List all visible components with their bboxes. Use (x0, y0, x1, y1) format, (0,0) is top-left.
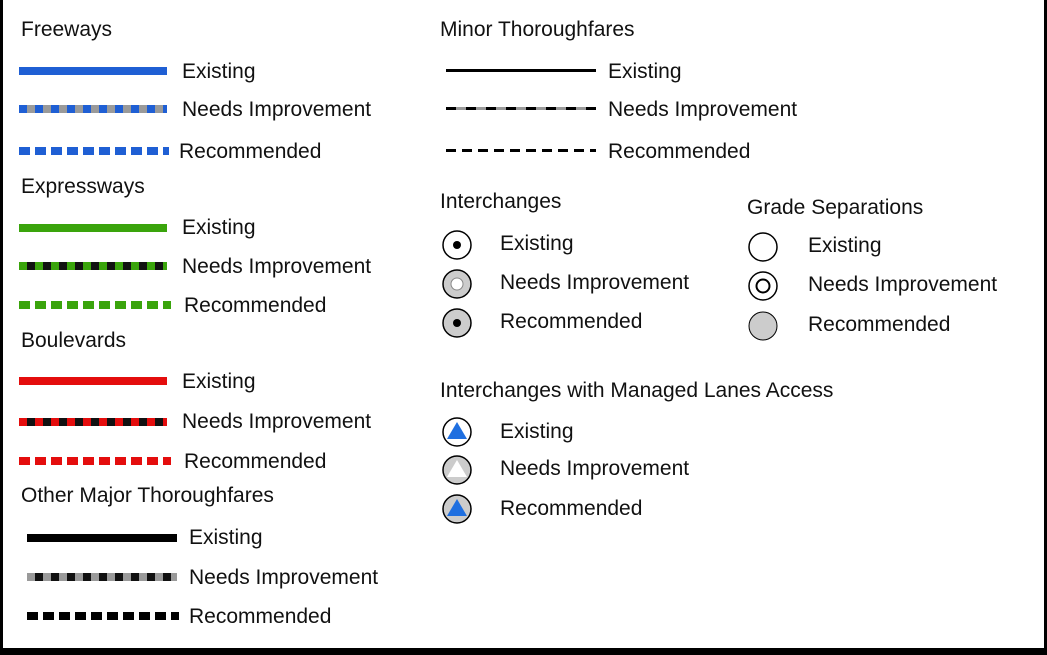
grade-separation-existing-label: Existing (808, 234, 882, 257)
minor-needs-swatch (446, 107, 596, 110)
minor-recommended-label: Recommended (608, 140, 751, 163)
other-major-recommended-label: Recommended (189, 605, 332, 628)
minor-needs-label: Needs Improvement (608, 98, 798, 121)
managed-lanes-existing-label: Existing (500, 420, 574, 443)
managed-lanes-needs-icon (442, 455, 472, 485)
boulevards-needs-label: Needs Improvement (182, 410, 372, 433)
grade-separation-needs-icon (748, 271, 778, 301)
other-major-existing-swatch (27, 534, 177, 542)
interchange-existing-icon (442, 230, 472, 260)
other-major-needs-label: Needs Improvement (189, 566, 379, 589)
expressways-needs-label: Needs Improvement (182, 255, 372, 278)
interchange-needs-label: Needs Improvement (500, 271, 690, 294)
interchange-needs-icon (442, 269, 472, 299)
other-major-existing-label: Existing (189, 526, 263, 549)
other-major-needs-swatch (27, 573, 177, 581)
boulevards-existing-label: Existing (182, 370, 256, 393)
managed-lanes-existing-icon (442, 417, 472, 447)
expressways-needs-swatch (19, 262, 167, 270)
minor-existing-label: Existing (608, 60, 682, 83)
freeways-needs-swatch (19, 105, 167, 113)
freeways-existing-swatch (19, 67, 167, 75)
expressways-existing-swatch (19, 224, 167, 232)
interchange-recommended-label: Recommended (500, 310, 643, 333)
other-major-recommended-swatch (27, 612, 179, 620)
managed-lanes-heading: Interchanges with Managed Lanes Access (440, 379, 834, 402)
expressways-existing-label: Existing (182, 216, 256, 239)
grade-separations-heading: Grade Separations (747, 196, 924, 219)
freeways-needs-label: Needs Improvement (182, 98, 372, 121)
other-major-heading: Other Major Thoroughfares (21, 484, 274, 507)
grade-separation-needs-label: Needs Improvement (808, 273, 998, 296)
expressways-recommended-label: Recommended (184, 294, 327, 317)
managed-lanes-needs-label: Needs Improvement (500, 457, 690, 480)
boulevards-recommended-swatch (19, 457, 171, 465)
freeways-recommended-swatch (19, 147, 169, 155)
interchanges-heading: Interchanges (440, 190, 562, 213)
minor-existing-swatch (446, 69, 596, 72)
interchange-recommended-icon (442, 308, 472, 338)
boulevards-heading: Boulevards (21, 329, 127, 352)
managed-lanes-recommended-label: Recommended (500, 497, 643, 520)
expressways-heading: Expressways (21, 175, 145, 198)
interchange-existing-label: Existing (500, 232, 574, 255)
map-legend: Freeways Existing Needs Improvement Reco… (3, 0, 1044, 650)
managed-lanes-recommended-icon (442, 494, 472, 524)
minor-heading: Minor Thoroughfares (440, 18, 635, 41)
freeways-heading: Freeways (21, 18, 113, 41)
freeways-recommended-label: Recommended (179, 140, 322, 163)
boulevards-needs-swatch (19, 418, 167, 426)
boulevards-existing-swatch (19, 377, 167, 385)
minor-recommended-swatch (446, 149, 596, 152)
freeways-existing-label: Existing (182, 60, 256, 83)
boulevards-recommended-label: Recommended (184, 450, 327, 473)
grade-separation-recommended-icon (748, 311, 778, 341)
grade-separation-recommended-label: Recommended (808, 313, 951, 336)
grade-separation-existing-icon (748, 232, 778, 262)
expressways-recommended-swatch (19, 301, 171, 309)
